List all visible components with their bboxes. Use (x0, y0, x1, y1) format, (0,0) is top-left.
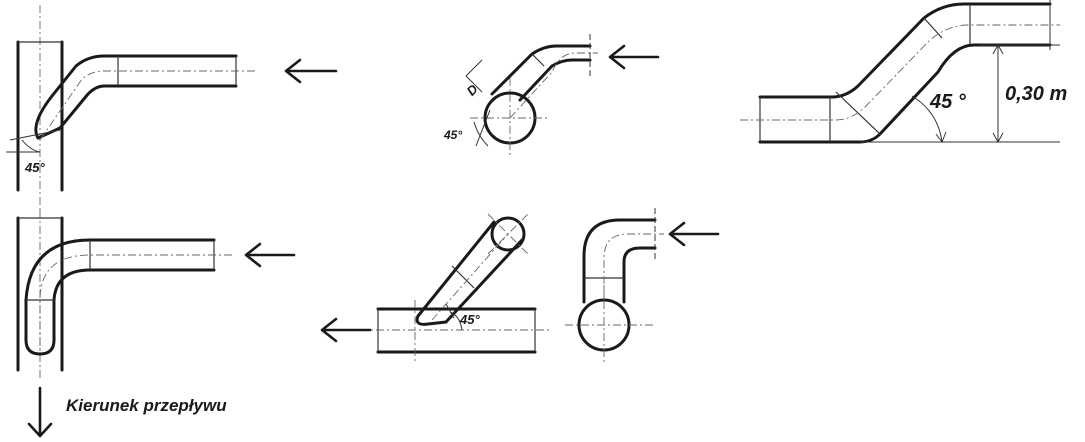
flow-arrow-5 (668, 221, 720, 247)
angle-label-c: 45 ° (929, 91, 967, 113)
flow-arrow-2 (608, 44, 660, 70)
diameter-label: D (464, 81, 482, 99)
flow-arrow-4 (320, 317, 372, 343)
flow-arrow-3 (244, 242, 296, 268)
angle-label-b: 45° (443, 128, 462, 142)
flow-arrow-1 (284, 58, 338, 84)
angle-label-d: 45° (459, 312, 480, 327)
fig-circle-section-90-bend (565, 208, 664, 362)
fig-45-offset (740, 0, 1060, 144)
height-label: 0,30 m (1005, 83, 1067, 105)
fig-horizontal-pipe-45-branch (360, 213, 550, 362)
flow-direction-label: Kierunek przepływu (66, 396, 227, 415)
fig-circle-section-branch (465, 34, 598, 158)
flow-direction-arrow (27, 386, 53, 438)
fig-vertical-pipe-90-bend (16, 210, 232, 380)
fig-vertical-pipe-45-entry (6, 5, 255, 215)
angle-label-a: 45° (24, 160, 45, 175)
